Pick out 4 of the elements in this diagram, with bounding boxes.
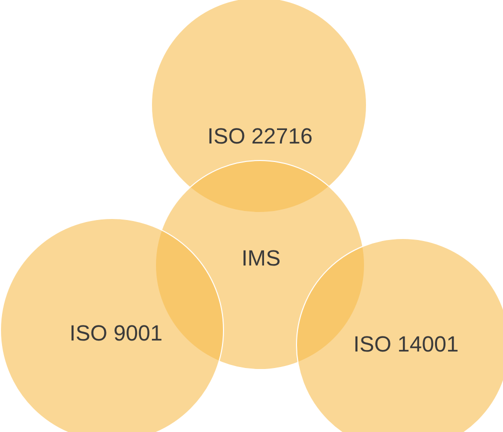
circle-label: IMS xyxy=(241,244,281,272)
circle-label: ISO 14001 xyxy=(353,330,459,358)
circle-label: ISO 22716 xyxy=(207,122,313,150)
circle-label: ISO 9001 xyxy=(70,320,162,348)
